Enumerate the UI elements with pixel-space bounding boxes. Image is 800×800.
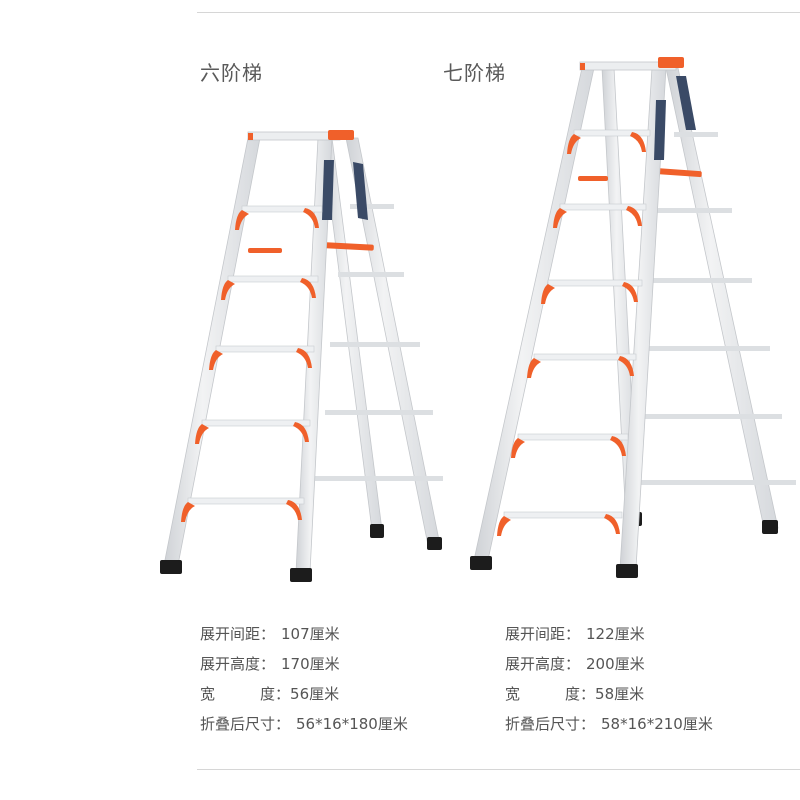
product-title-six-step: 六阶梯 [200,61,263,85]
spec-row-spread-height: 展开高度： 200厘米 [505,649,713,679]
ladder-illustration [160,130,443,582]
spec-label-second: 度： [260,685,291,703]
spec-label: 折叠后尺寸： [505,715,596,733]
product-title-seven-step: 七阶梯 [443,61,506,85]
spec-value: 107厘米 [281,625,340,643]
spec-label: 展开间距： [505,625,581,643]
spec-row-width: 宽 度：56厘米 [200,679,408,709]
spec-value: 170厘米 [281,655,340,673]
spec-value: 56厘米 [290,685,340,703]
spec-label: 折叠后尺寸： [200,715,291,733]
seven-step-specs: 展开间距： 122厘米 展开高度： 200厘米 宽 度：58厘米 折叠后尺寸： 58*1… [505,619,713,739]
spec-label: 展开高度： [200,655,276,673]
spec-label-second: 度： [565,685,596,703]
front-steps [181,205,323,522]
spec-row-spread-distance: 展开间距： 122厘米 [505,619,713,649]
bottom-divider [197,769,800,770]
spec-row-folded-size: 折叠后尺寸： 56*16*180厘米 [200,709,408,739]
spec-row-spread-height: 展开高度： 170厘米 [200,649,408,679]
spec-value: 58*16*210厘米 [601,715,713,733]
spec-label: 展开间距： [200,625,276,643]
spec-value: 122厘米 [586,625,645,643]
spec-label-first: 宽 [200,685,216,703]
spec-value: 56*16*180厘米 [296,715,408,733]
spec-value: 58厘米 [595,685,645,703]
ladder-illustration [470,57,796,578]
spec-row-folded-size: 折叠后尺寸： 58*16*210厘米 [505,709,713,739]
seven-step-ladder-image [460,50,800,590]
front-steps [497,129,651,536]
spec-label: 展开高度： [505,655,581,673]
six-step-specs: 展开间距： 107厘米 展开高度： 170厘米 宽 度：56厘米 折叠后尺寸： 56*1… [200,619,408,739]
top-divider [197,12,800,13]
spec-value: 200厘米 [586,655,645,673]
spec-label-first: 宽 [505,685,521,703]
six-step-ladder-image [150,120,450,590]
spec-row-spread-distance: 展开间距： 107厘米 [200,619,408,649]
spec-row-width: 宽 度：58厘米 [505,679,713,709]
